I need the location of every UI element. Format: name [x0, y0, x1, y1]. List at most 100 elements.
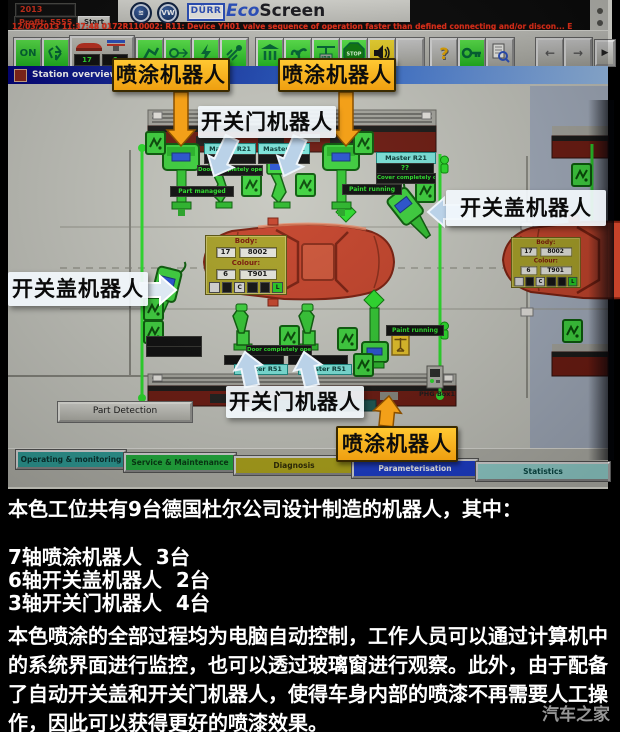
annotation-cover-robot: 开关盖机器人	[8, 272, 148, 306]
option-chip-l[interactable]: L	[568, 276, 578, 287]
status-field-blank	[258, 154, 310, 164]
option-chip[interactable]	[546, 276, 556, 287]
rail-notch	[300, 134, 320, 142]
option-chip[interactable]	[514, 276, 524, 287]
booth-icon	[261, 44, 279, 60]
divider-pad	[520, 307, 534, 317]
document-magnifier-icon	[492, 43, 510, 63]
robot-name: 6轴开关盖机器人	[8, 568, 162, 592]
atomizer-icon	[169, 48, 188, 58]
cover-status-field: Cover completely open	[376, 173, 436, 184]
tab-service-maintenance[interactable]: Service & Maintenance	[124, 453, 236, 472]
body-label: Body:	[536, 238, 556, 246]
body-info-box-2: Body: 17 8002 Colour: 6 T901 C L	[511, 237, 581, 288]
annotation-cover-robot: 开关盖机器人	[446, 190, 606, 226]
tab-diagnosis[interactable]: Diagnosis	[234, 456, 354, 475]
body-code-field: 8002	[539, 247, 572, 257]
speaker-icon	[374, 45, 390, 61]
colour-num-field: 6	[215, 269, 236, 280]
recycle-icon	[48, 45, 62, 61]
status-field-blank	[204, 154, 256, 164]
option-chip-c[interactable]: C	[535, 276, 546, 287]
colour-label: Colour:	[533, 257, 558, 265]
door-robot-bottom-2[interactable]	[298, 303, 319, 351]
window-title: Station overview	[32, 70, 118, 80]
option-chip-l[interactable]: L	[272, 282, 284, 293]
annotation-paint-robot: 喷涂机器人	[336, 426, 458, 462]
vw-logo-glyph: VW	[161, 9, 175, 17]
phg-device-icon	[426, 365, 444, 389]
option-chip[interactable]	[525, 276, 535, 287]
caption-paragraph: 本色喷涂的全部过程均为电脑自动控制，工作人员可以通过计算机中的系统界面进行监控，…	[8, 624, 608, 732]
colour-num-field: 6	[519, 265, 537, 276]
vw-group-logo-icon: ≋	[130, 2, 152, 24]
part-status-field: Part managed	[170, 186, 234, 197]
robot-status-box[interactable]	[353, 131, 374, 155]
paint-robot-top-1[interactable]	[162, 143, 200, 217]
option-chip-c[interactable]: C	[234, 282, 246, 293]
option-chip[interactable]	[209, 282, 220, 293]
car-icon	[76, 43, 102, 51]
recycle-mode-button[interactable]	[42, 38, 70, 68]
girder-pad	[152, 111, 163, 120]
scale-device-icon	[391, 333, 410, 356]
master-chip: Master R51	[298, 364, 352, 375]
option-chip[interactable]	[221, 282, 233, 293]
robot-status-box[interactable]	[295, 173, 316, 197]
body-num-field: 17	[519, 247, 537, 257]
phg-box-label: PHG Box1	[419, 390, 455, 398]
window-icon	[14, 69, 27, 82]
option-chip[interactable]	[557, 276, 567, 287]
body-code-field: 8002	[238, 247, 277, 258]
door-robot-top-2[interactable]	[266, 161, 291, 209]
watermark: 汽车之家	[542, 705, 610, 725]
lightning-icon	[201, 44, 211, 62]
annotation-door-robot: 开关门机器人	[198, 106, 336, 138]
corner-dot	[597, 8, 603, 14]
barrier-node	[138, 144, 146, 152]
spare-slot	[396, 38, 424, 68]
intro-count: 9台	[128, 497, 162, 521]
play-button[interactable]: ▶	[595, 40, 615, 66]
body-label: Body:	[234, 237, 258, 245]
colour-code-field: T901	[539, 265, 572, 276]
brand-screen: Screen	[259, 1, 326, 21]
durr-logo: DÜRR	[187, 3, 225, 21]
robot-status-box[interactable]	[337, 327, 358, 351]
body-count-field: 17	[74, 54, 100, 66]
colour-code-field: T901	[238, 269, 277, 280]
robot-name: 3轴开关门机器人	[8, 591, 162, 615]
alarm-message-line: 12/03/2013 11:37:48 0172R110002: R11: De…	[12, 22, 572, 31]
start-button[interactable]: Start	[78, 16, 110, 29]
option-chip[interactable]	[247, 282, 258, 293]
master-chip: Master R51	[234, 364, 288, 375]
robot-status-box[interactable]	[353, 353, 374, 377]
tab-statistics[interactable]: Statistics	[476, 462, 610, 481]
paint-robot-top-2[interactable]	[322, 143, 360, 217]
rail-stripe	[552, 136, 608, 141]
paint-status-field: Paint running	[386, 325, 444, 336]
option-chip[interactable]	[259, 282, 271, 293]
robot-name: 7轴喷涂机器人	[8, 545, 142, 569]
stop-label: STOP	[347, 52, 362, 58]
part-detection-button[interactable]: Part Detection	[58, 402, 192, 422]
intro-prefix: 本色工位共有	[8, 497, 128, 521]
annotation-paint-robot: 喷涂机器人	[278, 58, 396, 92]
tab-operating-monitoring[interactable]: Operating & monitoring	[16, 450, 126, 469]
corner-dot	[597, 20, 603, 26]
robot-status-box[interactable]	[562, 319, 583, 343]
status-field-profit: Profit: 5555	[14, 16, 78, 30]
door-robot-bottom-1[interactable]	[232, 303, 253, 351]
girder-pad	[152, 374, 163, 382]
robot-status-box[interactable]	[571, 163, 592, 187]
robot-status-box[interactable]	[145, 131, 166, 155]
body-num-field: 17	[215, 247, 236, 258]
nav-back-button[interactable]: ←	[536, 38, 564, 68]
colour-label: Colour:	[231, 259, 261, 267]
lift-table-icon	[107, 40, 125, 51]
robot-status-box[interactable]	[241, 173, 262, 197]
